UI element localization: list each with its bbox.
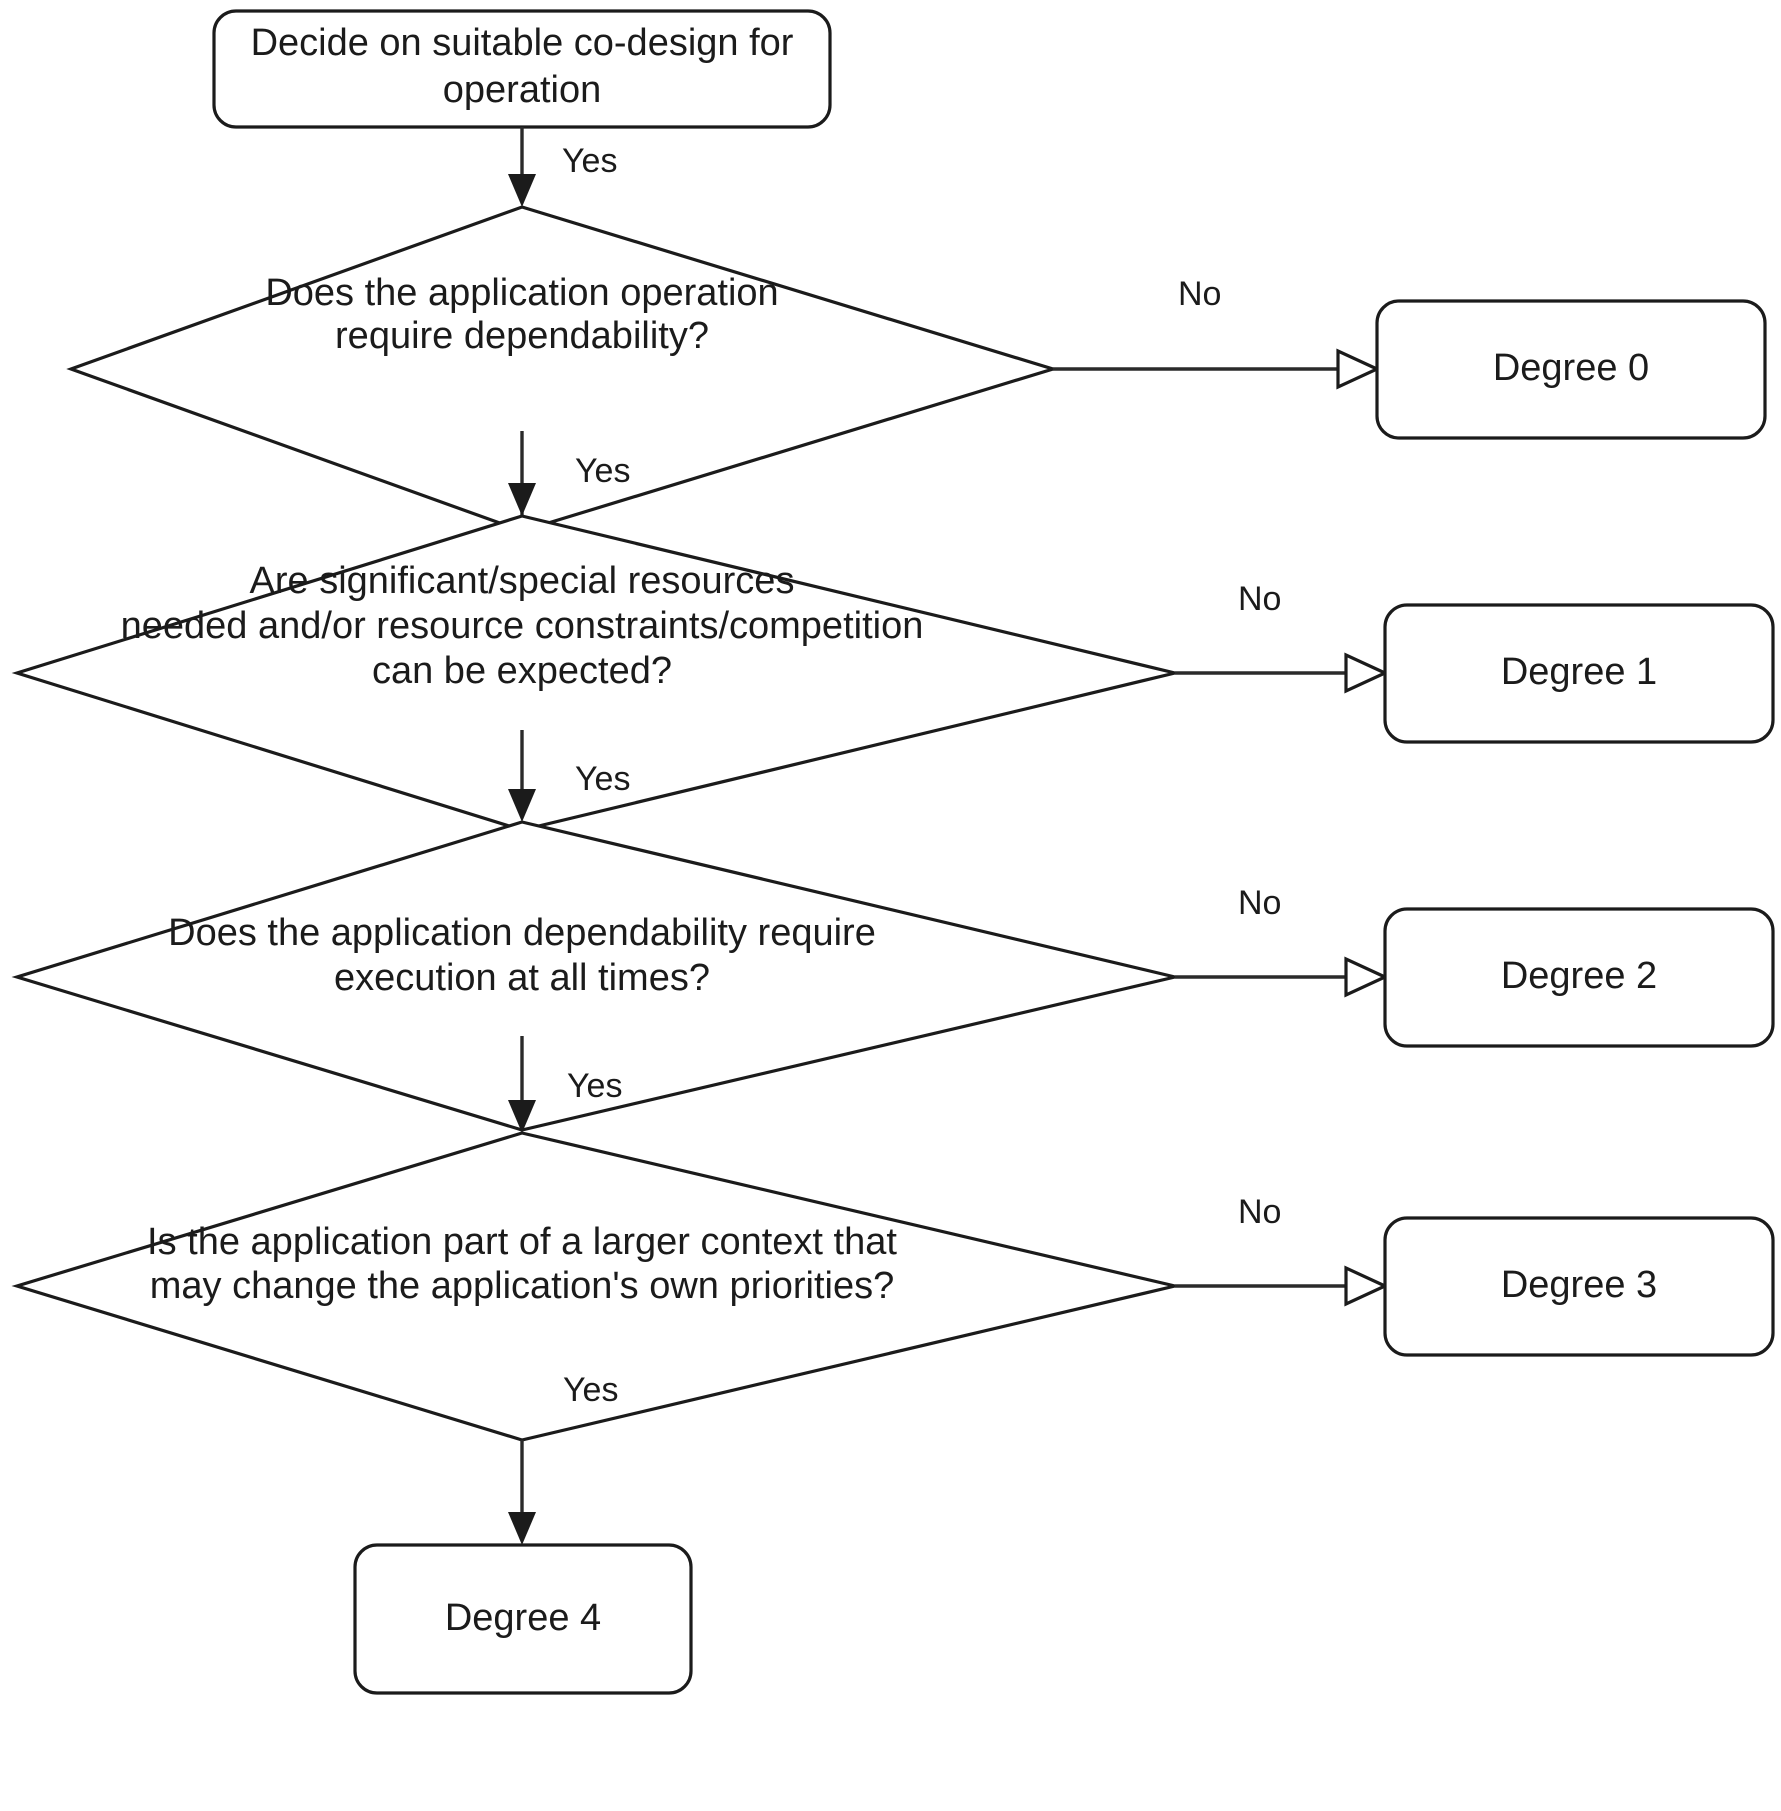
edge-q1-yes-arrowhead — [508, 483, 536, 516]
edge-q2-no: No — [1175, 580, 1389, 694]
node-degree0[interactable]: Degree 0 — [1375, 299, 1767, 440]
edge-q4-yes-label: Yes — [563, 1371, 618, 1409]
q2-label-line2: needed and/or resource constraints/compe… — [121, 605, 924, 647]
edge-q4-yes-arrowhead — [508, 1512, 536, 1545]
degree2-box-shape — [1383, 907, 1775, 1048]
edge-start-to-q1-arrowhead — [508, 174, 536, 207]
edge-q2-no-label: No — [1238, 580, 1281, 618]
q1-label-line2: require dependability? — [335, 315, 709, 357]
edge-q1-no-label: No — [1178, 275, 1221, 313]
degree3-box-shape — [1383, 1216, 1775, 1357]
edge-q3-no-arrowhead — [1344, 956, 1389, 998]
edge-q4-yes: Yes — [508, 1371, 618, 1545]
edge-q3-yes-arrowhead — [508, 1100, 536, 1133]
edge-q4-no-label: No — [1238, 1193, 1281, 1231]
degree3-label: Degree 3 — [1501, 1264, 1657, 1306]
degree2-label: Degree 2 — [1501, 955, 1657, 997]
q4-label-line2: may change the application's own priorit… — [150, 1265, 894, 1307]
start-box-label-line2: operation — [443, 69, 601, 111]
edge-q2-yes-arrowhead — [508, 789, 536, 822]
degree4-label: Degree 4 — [445, 1597, 601, 1639]
edge-start-to-q1: Yes — [508, 127, 617, 207]
edge-q1-no: No — [1053, 275, 1381, 390]
q3-label-line2: execution at all times? — [334, 957, 710, 999]
edge-q3-yes: Yes — [508, 1036, 622, 1133]
degree1-box-shape — [1383, 603, 1775, 744]
node-q1-decision[interactable]: Does the application operation require d… — [66, 205, 1059, 533]
edge-q1-no-arrowhead — [1336, 348, 1381, 390]
edge-q2-no-arrowhead — [1344, 652, 1389, 694]
edge-q2-yes: Yes — [508, 730, 630, 822]
q1-diamond-shape — [66, 205, 1059, 533]
node-degree3[interactable]: Degree 3 — [1383, 1216, 1775, 1357]
q2-label-line1: Are significant/special resources — [250, 560, 795, 602]
degree0-box-shape — [1375, 299, 1767, 440]
q2-label-line3: can be expected? — [372, 650, 672, 692]
node-degree4[interactable]: Degree 4 — [353, 1543, 693, 1695]
edge-q1-yes-label: Yes — [575, 452, 630, 490]
node-degree2[interactable]: Degree 2 — [1383, 907, 1775, 1048]
edge-q3-yes-label: Yes — [567, 1067, 622, 1105]
start-box-label-line1: Decide on suitable co-design for — [251, 22, 794, 64]
edge-q4-no-arrowhead — [1344, 1265, 1389, 1307]
edge-q3-no: No — [1175, 884, 1389, 998]
edge-q3-no-label: No — [1238, 884, 1281, 922]
degree4-box-shape — [353, 1543, 693, 1695]
edge-q4-no: No — [1175, 1193, 1389, 1307]
node-degree1[interactable]: Degree 1 — [1383, 603, 1775, 744]
node-start[interactable]: Decide on suitable co-design for operati… — [212, 9, 832, 129]
degree1-label: Degree 1 — [1501, 651, 1657, 693]
edge-q2-yes-label: Yes — [575, 760, 630, 798]
q4-label-line1: Is the application part of a larger cont… — [147, 1221, 897, 1263]
node-q4-decision[interactable]: Is the application part of a larger cont… — [11, 1131, 1176, 1442]
q1-label-line1: Does the application operation — [265, 272, 778, 314]
q3-label-line1: Does the application dependability requi… — [168, 912, 876, 954]
degree0-label: Degree 0 — [1493, 347, 1649, 389]
edge-start-to-q1-label: Yes — [562, 142, 617, 180]
